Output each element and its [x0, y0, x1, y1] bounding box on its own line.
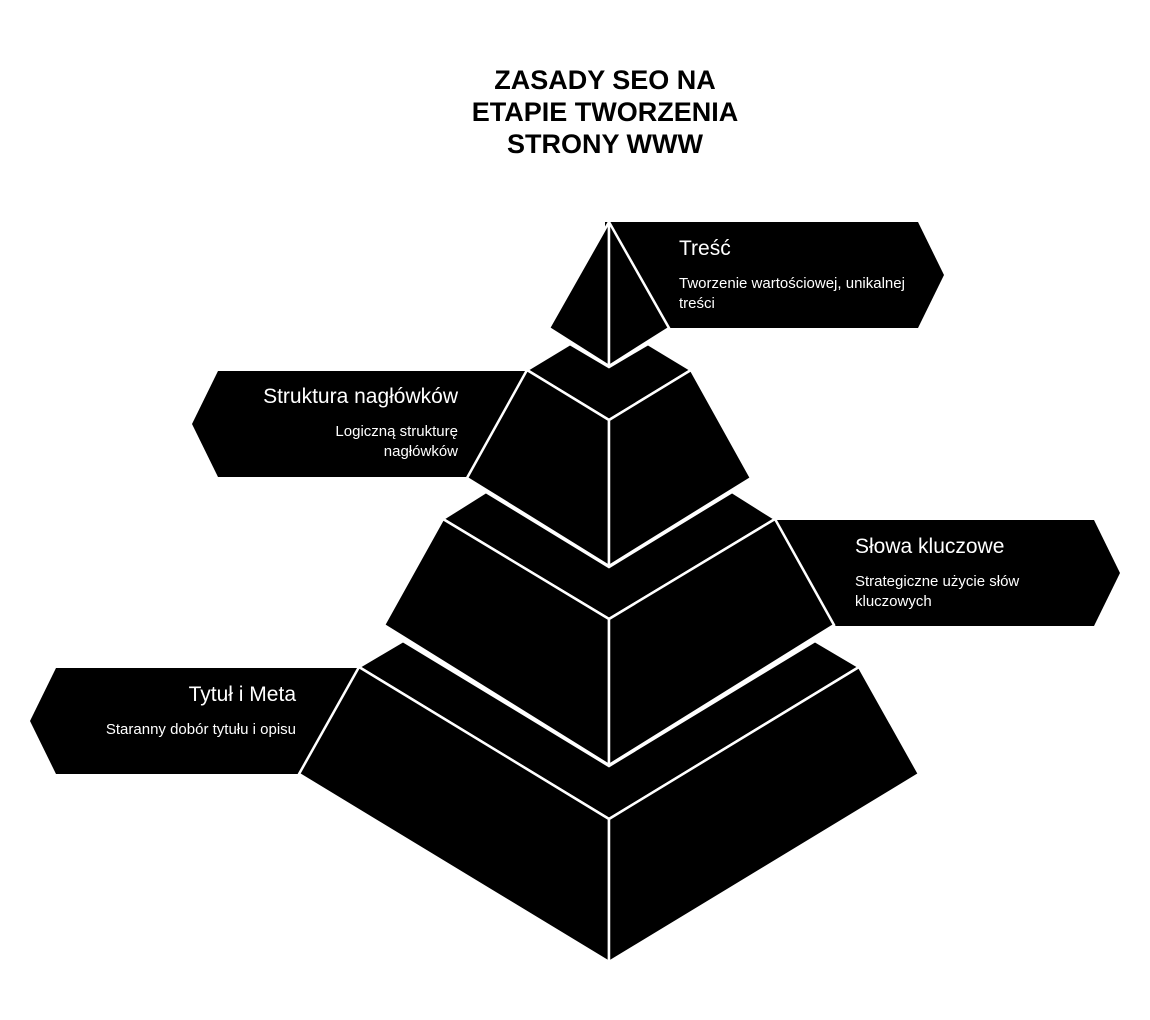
- label-slowa-kluczowe: Słowa kluczowe Strategiczne użycie słów …: [855, 534, 1085, 612]
- label-tytul-i-meta: Tytuł i Meta Staranny dobór tytułu i opi…: [56, 682, 296, 740]
- label-tytul-description: Staranny dobór tytułu i opisu: [105, 721, 296, 738]
- tag-slowa-kluczowe: [770, 520, 1120, 626]
- tag-struktura-naglowkow: [192, 371, 530, 477]
- label-tresc: Treść Tworzenie wartościowej, unikalnej …: [679, 236, 909, 314]
- label-slowa-title: Słowa kluczowe: [855, 535, 1005, 558]
- diagram-title: ZASADY SEO NA ETAPIE TWORZENIA STRONY WW…: [405, 64, 805, 160]
- label-struktura-title: Struktura nagłówków: [263, 385, 458, 408]
- pyramid-level-4: [297, 639, 921, 965]
- tag-tresc: [605, 222, 944, 328]
- label-tresc-title: Treść: [679, 237, 731, 260]
- tag-tytul-i-meta: [30, 668, 362, 774]
- label-struktura-description: Logiczną strukturę nagłówków: [335, 423, 458, 460]
- label-tytul-title: Tytuł i Meta: [188, 683, 296, 706]
- label-tresc-description: Tworzenie wartościowej, unikalnej treści: [679, 275, 905, 312]
- pyramid-level-1: [547, 217, 671, 369]
- title-line-2: ETAPIE TWORZENIA: [471, 97, 739, 127]
- level-4-right-face: [607, 665, 921, 965]
- label-struktura-naglowkow: Struktura nagłówków Logiczną strukturę n…: [218, 384, 458, 462]
- title-line-1: ZASADY SEO NA: [494, 65, 716, 95]
- title-line-3: STRONY WWW: [507, 129, 703, 159]
- level-1-right-face: [607, 217, 671, 369]
- pyramid-level-3: [382, 490, 836, 768]
- level-1-left-face: [547, 217, 611, 369]
- label-slowa-description: Strategiczne użycie słów kluczowych: [855, 573, 1020, 610]
